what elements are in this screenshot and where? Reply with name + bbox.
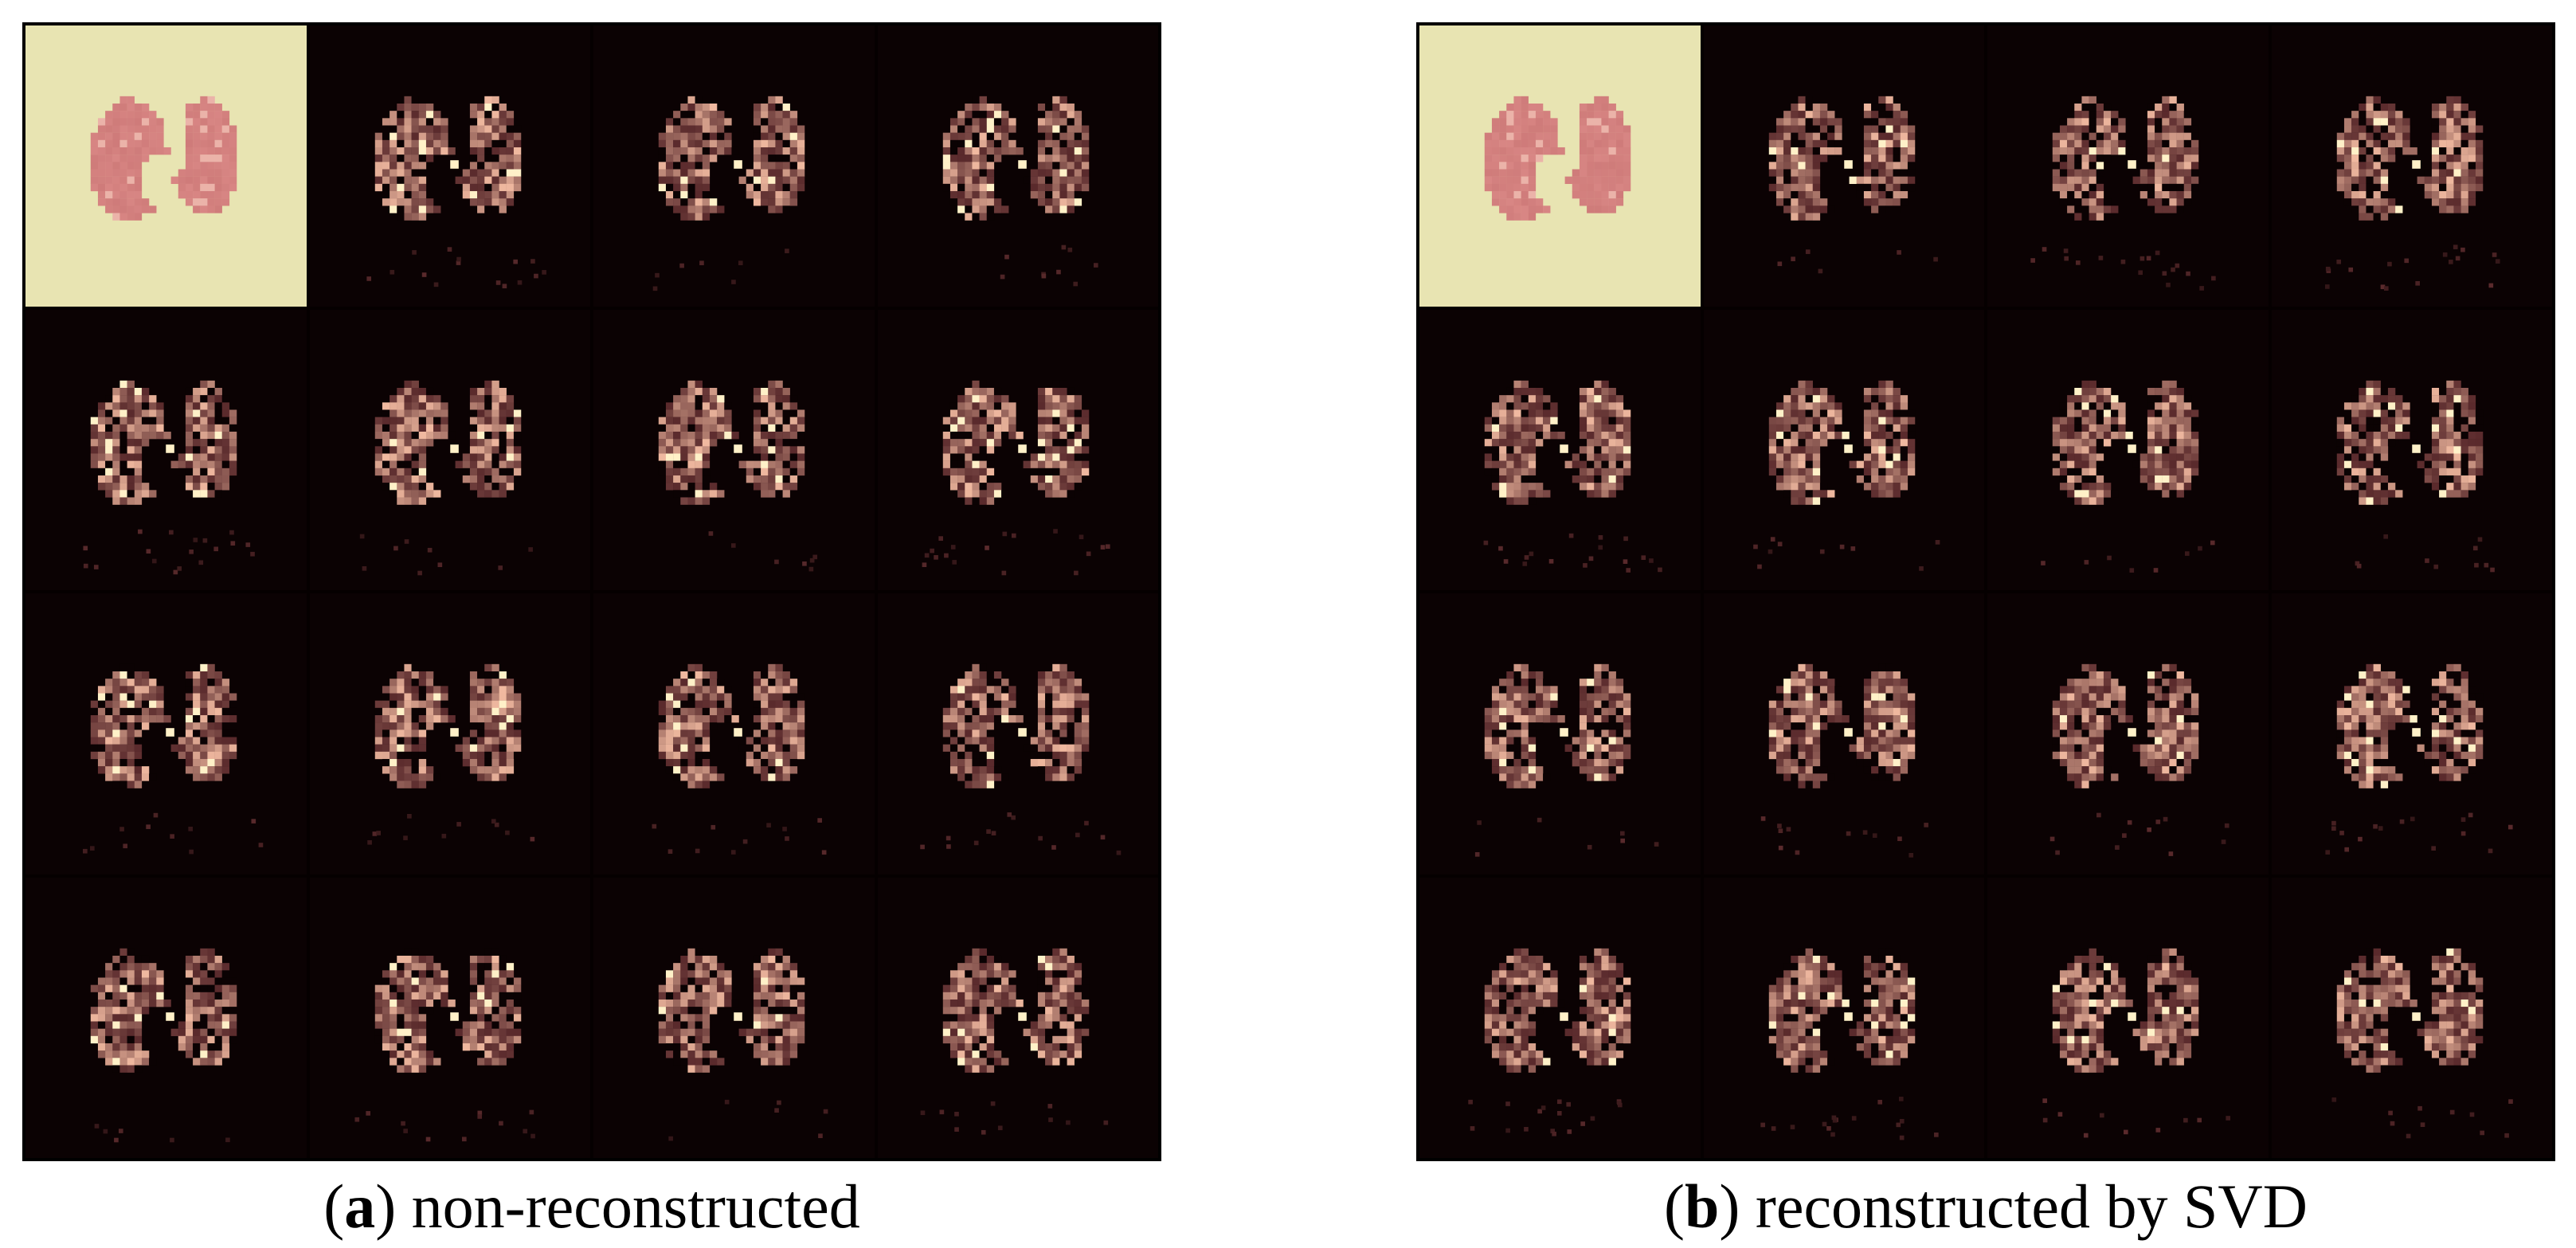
image-tile	[2271, 25, 2552, 307]
highlighted-image-tile	[25, 25, 307, 307]
panel-letter: b	[1684, 1172, 1720, 1241]
lung-scan-image	[1483, 380, 1662, 573]
image-tile	[593, 877, 875, 1158]
image-grid-frame	[1416, 22, 2555, 1161]
panel-b: (b) reconstructed by SVD	[1416, 0, 2576, 1248]
lung-scan-image	[2030, 96, 2216, 291]
image-grid	[1419, 25, 2552, 1158]
lung-scan-image	[1768, 96, 1938, 274]
lung-scan-image	[2049, 663, 2230, 856]
image-tile	[309, 309, 590, 590]
panel-a: (a) non-reconstructed	[22, 0, 1193, 1248]
lung-scan-image	[658, 380, 818, 571]
lung-scan-image	[920, 948, 1108, 1135]
image-tile	[309, 25, 590, 307]
image-tile	[593, 25, 875, 307]
lung-scan-image	[652, 96, 805, 291]
image-tile	[1703, 877, 1984, 1158]
image-tile	[2271, 877, 2552, 1158]
lung-scan-image	[359, 380, 533, 575]
caption-text: non-reconstructed	[411, 1172, 860, 1241]
lung-scan-image	[90, 948, 237, 1142]
lung-scan-image	[1752, 380, 1940, 571]
caption-text: reconstructed by SVD	[1755, 1172, 2308, 1241]
image-tile	[2271, 309, 2552, 590]
lung-scan-image	[658, 948, 828, 1140]
image-tile	[877, 877, 1158, 1158]
image-tile	[1987, 309, 2269, 590]
lung-scan-image	[2042, 948, 2231, 1137]
image-tile	[1703, 25, 1984, 307]
image-tile	[1419, 309, 1701, 590]
image-tile	[309, 593, 590, 874]
lung-scan-image	[922, 380, 1110, 575]
panel-caption: (a) non-reconstructed	[323, 1172, 860, 1241]
lung-scan-image	[919, 663, 1121, 855]
lung-scan-image	[2324, 663, 2513, 855]
image-tile	[2271, 593, 2552, 874]
lung-scan-image	[942, 96, 1098, 287]
image-tile	[593, 593, 875, 874]
image-tile	[25, 309, 307, 590]
image-tile	[877, 25, 1158, 307]
lung-scan-image	[2331, 948, 2513, 1138]
lung-scan-image	[2336, 380, 2495, 572]
lung-scan-image	[90, 96, 237, 221]
lung-scan-image	[1484, 96, 1631, 221]
image-tile	[25, 877, 307, 1158]
image-tile	[1987, 25, 2269, 307]
image-grid	[25, 25, 1158, 1158]
lung-scan-image	[366, 96, 546, 289]
highlighted-image-tile	[1419, 25, 1701, 307]
image-tile	[877, 309, 1158, 590]
lung-scan-image	[1760, 948, 1939, 1140]
lung-scan-image	[83, 663, 264, 855]
image-tile	[309, 877, 590, 1158]
image-tile	[1419, 593, 1701, 874]
lung-scan-image	[652, 663, 827, 855]
image-tile	[1419, 877, 1701, 1158]
image-tile	[1703, 593, 1984, 874]
lung-scan-image	[366, 663, 534, 845]
image-tile	[877, 593, 1158, 874]
lung-scan-image	[354, 948, 535, 1141]
lung-scan-image	[2041, 380, 2215, 573]
lung-scan-image	[83, 380, 255, 574]
image-tile	[25, 593, 307, 874]
lung-scan-image	[1468, 948, 1631, 1137]
panel-caption: (b) reconstructed by SVD	[1663, 1172, 2308, 1241]
lung-scan-image	[1474, 663, 1659, 857]
image-grid-frame	[22, 22, 1161, 1161]
image-tile	[593, 309, 875, 590]
lung-scan-image	[1760, 663, 1928, 858]
panel-letter: a	[344, 1172, 376, 1241]
image-tile	[1987, 877, 2269, 1158]
image-tile	[1987, 593, 2269, 874]
image-tile	[1703, 309, 1984, 590]
lung-scan-image	[2324, 96, 2500, 291]
